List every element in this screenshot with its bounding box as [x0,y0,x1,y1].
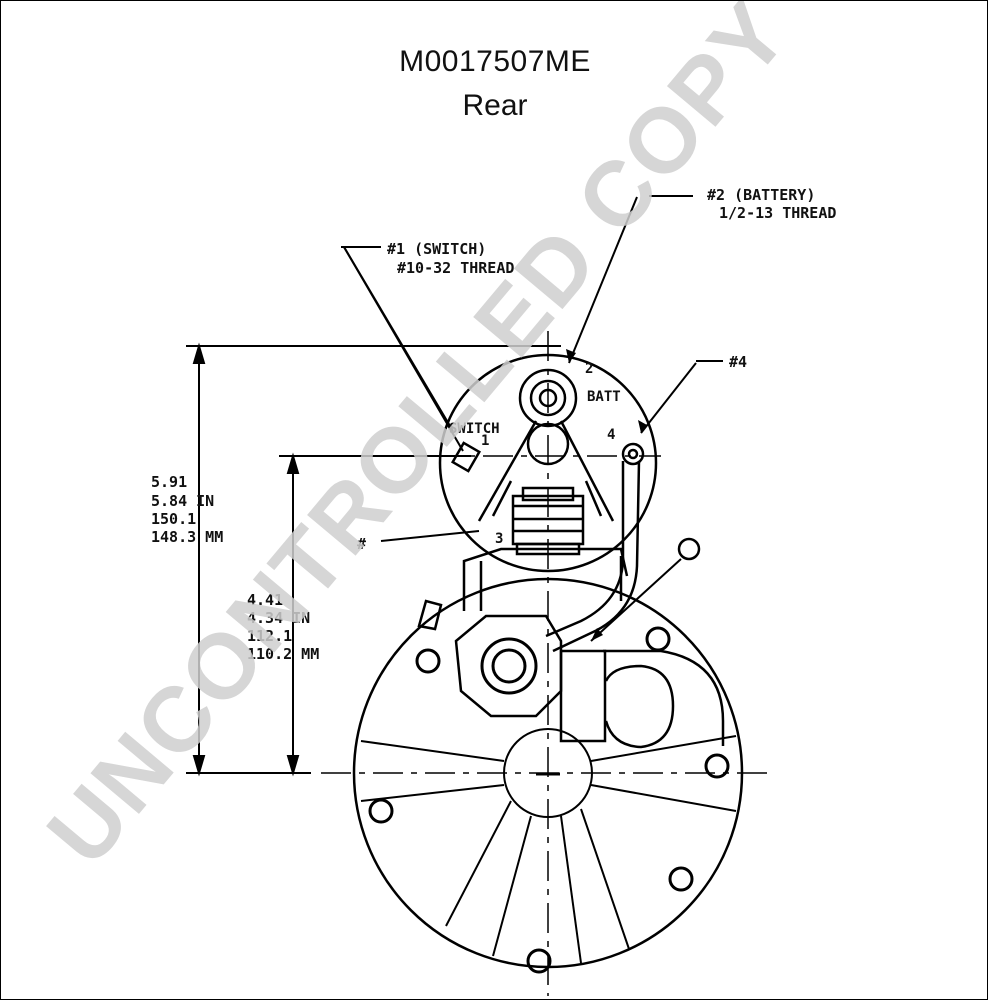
inner-height-text: 4.41 4.34 IN 112.1 110.2 MM [247,591,319,663]
battery-callout-line1: #2 (BATTERY) [707,186,815,204]
view-title: Rear [462,89,528,122]
batt-label: BATT [587,389,621,405]
dim-overall-line2: 5.84 IN [151,492,214,510]
solenoid-cap [438,353,658,573]
dim-inner-line1: 4.41 [247,591,283,609]
terminal-4-number: 4 [607,427,615,443]
leader-arrows [566,349,647,641]
motor-terminal-stud [480,637,538,695]
terminal-4-cable [545,442,701,653]
dim-inner-line2: 4.34 IN [247,609,310,627]
motor-housing [352,547,744,969]
dim-overall-line4: 148.3 MM [151,528,223,546]
part-number-title: M0017507ME [399,45,591,78]
end-cap-spokes [360,728,737,964]
callouts: #2 (BATTERY) 1/2-13 THREAD #1 (SWITCH) #… [357,186,836,553]
dim-inner-line3: 112.1 [247,627,292,645]
dim-inner-line4: 110.2 MM [247,645,319,663]
terminal-3-callout: # [357,535,366,553]
terminal-2-number: 2 [585,361,593,377]
overall-height-text: 5.91 5.84 IN 150.1 148.3 MM [151,473,223,546]
switch-label: SWITCH [449,421,500,437]
uncontrolled-copy-watermark: UNCONTROLLED COPY [28,1,808,884]
terminal-4-callout: #4 [729,353,747,371]
dim-overall-line3: 150.1 [151,510,196,528]
solenoid-labels: BATT SWITCH 2 1 3 4 [449,361,621,547]
overall-height-dimension [186,342,561,777]
dim-overall-line1: 5.91 [151,473,187,491]
battery-callout-line2: 1/2-13 THREAD [719,204,836,222]
terminal-1-number: 1 [481,433,489,449]
terminal-3-number: 3 [495,531,503,547]
mounting-holes [368,626,730,974]
switch-callout-line1: #1 (SWITCH) [387,240,486,258]
switch-callout-line2: #10-32 THREAD [397,259,514,277]
